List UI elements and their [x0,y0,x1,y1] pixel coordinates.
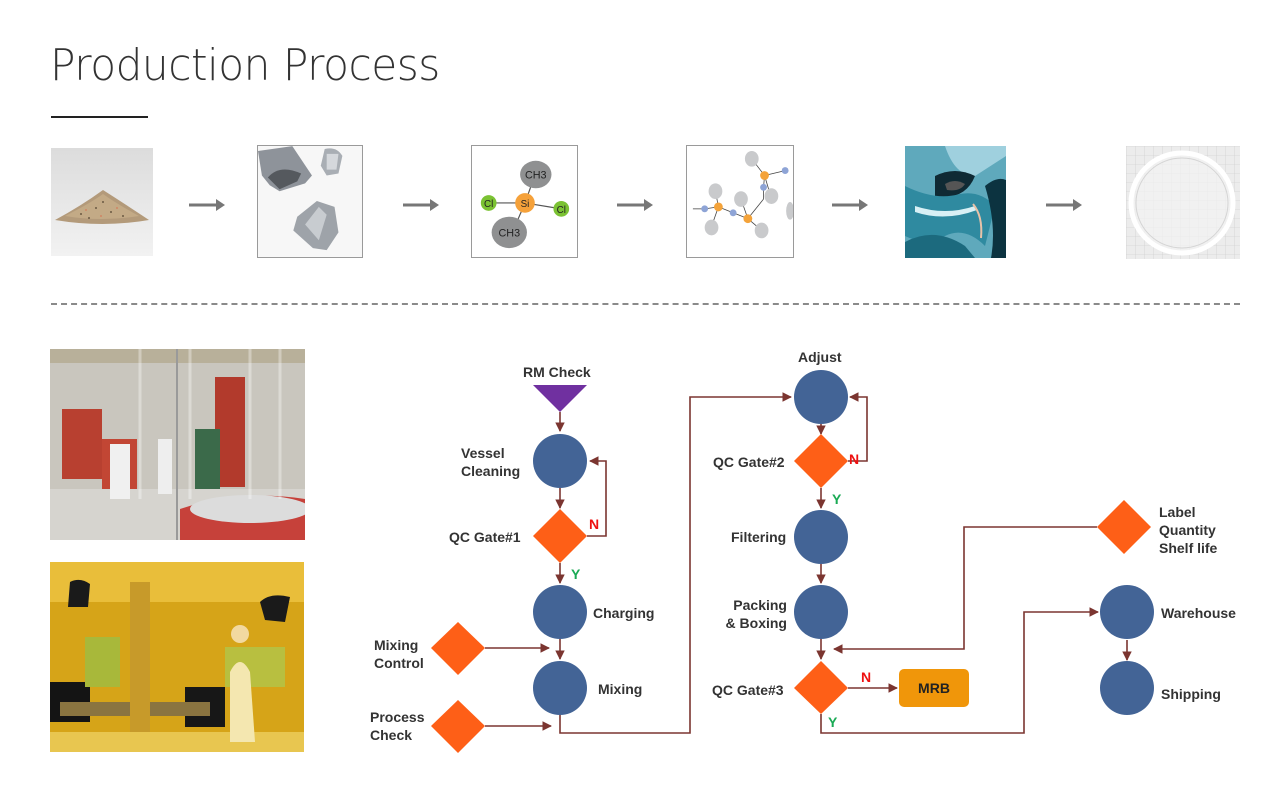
stage-arrow-3 [617,198,653,211]
gate1-yes-label: Y [571,566,581,582]
process-check-decision [431,700,485,753]
shipping-node [1100,661,1154,715]
charging-label: Charging [593,605,655,621]
mixing-node [533,661,587,715]
silicone-product-image [1126,146,1240,259]
gate2-no-label: N [849,451,860,467]
label-check-decision [1097,500,1151,554]
atom-label: Cl [484,199,493,210]
mixing-control-label-line2: Control [374,655,424,671]
filtering-label: Filtering [731,529,787,545]
mixing-control-decision [431,622,485,675]
siloxane-polymer-image [686,145,794,258]
connector [587,456,607,537]
stage-arrow-2 [403,198,439,211]
qc-gate-1-decision [533,509,587,563]
label-check-label-line3: Shelf life [1159,540,1218,556]
mrb-box: MRB [899,669,969,707]
qc-gate-2-decision [794,434,848,488]
label-check-label-line2: Quantity [1159,522,1216,538]
connector [848,392,868,462]
shipping-label: Shipping [1161,686,1221,702]
gate2-yes-label: Y [832,491,842,507]
packing-boxing-label-line2: & Boxing [725,615,787,631]
vessel-cleaning-label-line2: Cleaning [461,463,521,479]
mixing-label: Mixing [598,681,643,697]
vessel-cleaning-label-line1: Vessel [461,445,505,461]
qc-gate-2-label: QC Gate#2 [713,454,785,470]
filtering-node [794,510,848,564]
gate3-yes-label: Y [828,714,838,730]
title-underline [51,116,148,118]
process-check-label-line2: Check [370,727,413,743]
cleanroom-photo [50,349,305,540]
qc-gate-3-decision [794,661,848,714]
atom-label: CH3 [525,169,547,181]
charging-node [533,585,587,639]
section-divider [51,303,1240,305]
connector [833,526,1097,654]
qc-gate-3-label: QC Gate#3 [712,682,784,698]
silicone-liquid-image [905,146,1006,258]
adjust-label: Adjust [798,349,842,365]
connector [820,607,1099,734]
vessel-cleaning-node [533,434,587,488]
adjust-node [794,370,848,424]
packing-boxing-node [794,585,848,639]
process-check-label-line1: Process [370,709,425,725]
atom-label: Si [521,199,530,210]
stage-arrow-5 [1046,198,1082,211]
raw-sand-image [51,148,153,256]
gate3-no-label: N [861,669,872,685]
warehouse-label: Warehouse [1161,605,1236,621]
rm-check-start-node [533,385,587,412]
silicon-metal-image [257,145,363,258]
warehouse-node [1100,585,1154,639]
packing-boxing-label-line1: Packing [733,597,787,613]
label-check-label-line1: Label [1159,504,1196,520]
dimethyldichlorosilane-image: CH3 CH3 Cl Cl Si [471,145,578,258]
gate1-no-label: N [589,516,600,532]
rm-check-label: RM Check [523,364,591,380]
qc-gate-1-label: QC Gate#1 [449,529,521,545]
page-title: Production Process [50,40,440,91]
mixing-control-label-line1: Mixing [374,637,419,653]
stage-arrow-4 [832,198,868,211]
connector [559,392,792,734]
yellow-room-photo [50,562,304,752]
stage-arrow-1 [189,198,225,211]
atom-label: CH3 [499,227,521,239]
atom-label: Cl [557,205,566,216]
